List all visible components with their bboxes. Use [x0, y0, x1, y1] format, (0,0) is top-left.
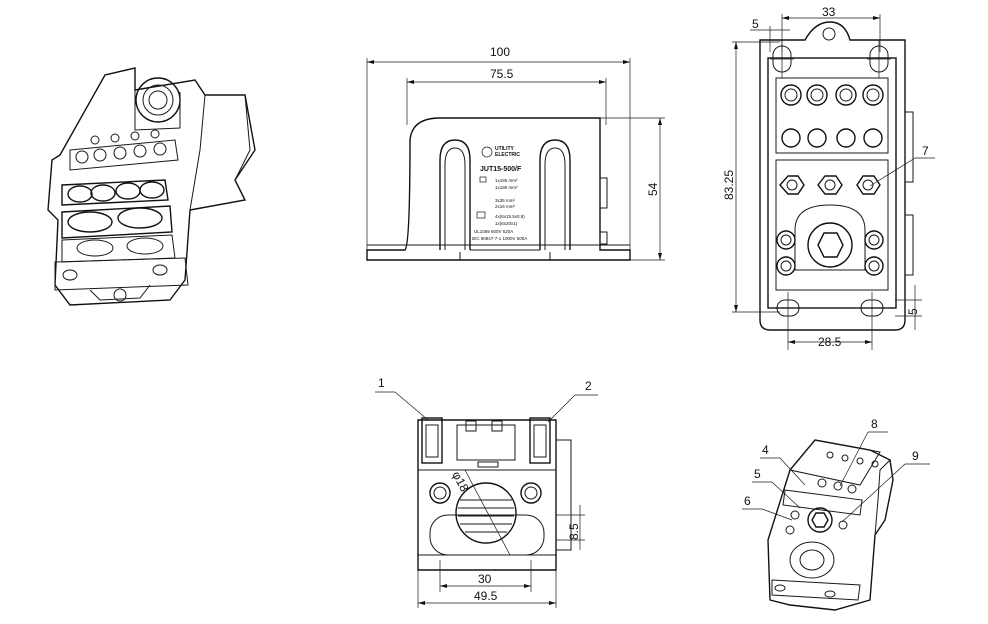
side-view: φ18 8.5 30 49.5 1 2 — [375, 376, 598, 608]
busbar-line2: 1x(6x20x1) — [495, 221, 518, 226]
callout-9: 9 — [912, 449, 919, 463]
output-line1: 3x35 mm² — [495, 198, 516, 203]
label-plate: UTILITY ELECTRIC JUT15-500/F 1x185 mm² 1… — [472, 146, 527, 241]
dim-front-width: 100 — [490, 45, 510, 59]
dim-bottom-hole-offset: 5 — [906, 308, 920, 315]
dim-front-inner-width: 75.5 — [490, 67, 514, 81]
callout-1: 1 — [378, 376, 385, 390]
callout-7: 7 — [922, 144, 929, 158]
callout-2: 2 — [585, 379, 592, 393]
iec-rating: IEC 60947-7-1 1000V 500A — [472, 236, 527, 241]
ul-rating: UL1059 600V 520A — [474, 229, 513, 234]
model-number: JUT15-500/F — [480, 166, 522, 173]
dim-top-hole-width: 33 — [822, 5, 836, 19]
isometric-view-right: 4 5 6 8 9 — [742, 417, 930, 611]
input-line2: 1x185 mm² — [495, 185, 518, 190]
callout-4: 4 — [762, 443, 769, 457]
dim-front-height: 54 — [646, 182, 660, 196]
brand-line2: ELECTRIC — [495, 152, 520, 158]
output-line2: 2x16 mm² — [495, 204, 516, 209]
callout-5: 5 — [754, 467, 761, 481]
dim-side-inner-width: 30 — [478, 572, 492, 586]
dim-side-height: 8.5 — [567, 523, 581, 540]
dim-top-height: 83.25 — [722, 170, 736, 200]
dim-side-diameter: φ18 — [449, 469, 471, 495]
input-line1: 1x185 mm² — [495, 178, 518, 183]
front-view: 100 75.5 54 UTILITY ELECTRIC JUT15-500/F — [366, 45, 665, 261]
dim-top-hole-offset: 5 — [752, 17, 759, 31]
busbar-line1: 4x(6x15.5x0.8) — [495, 214, 525, 219]
callout-8: 8 — [871, 417, 878, 431]
isometric-view-left — [47, 67, 256, 306]
dim-bottom-hole-width: 28.5 — [818, 335, 842, 349]
brand-line1: UTILITY — [495, 146, 515, 152]
top-view: 33 5 83.25 — [722, 5, 935, 350]
dim-side-width: 49.5 — [474, 589, 498, 603]
callout-6: 6 — [744, 494, 751, 508]
